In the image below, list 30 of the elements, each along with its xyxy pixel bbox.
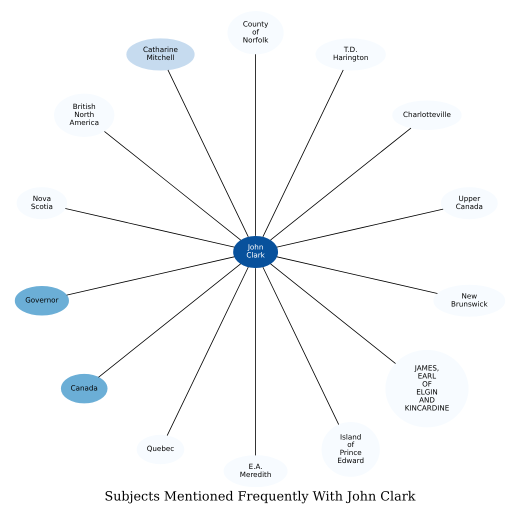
connector (276, 208, 444, 248)
node-ellipse: New Brunswick (432, 284, 505, 317)
connector (262, 266, 339, 425)
diagram-title: Subjects Mentioned Frequently With John Clark (104, 489, 416, 504)
node-ellipse: Charlotteville (392, 100, 462, 130)
node-ellipse: Catharine Mitchell (126, 38, 194, 70)
node-ellipse: T.D. Harington (314, 38, 386, 70)
connector (167, 70, 248, 238)
connector (276, 256, 438, 294)
connector (254, 54, 256, 236)
node-ellipse: E.A. Meredith (223, 455, 288, 488)
node-ellipse: Governor (14, 286, 68, 316)
connector (166, 266, 248, 436)
connector (64, 208, 234, 248)
connector (104, 131, 241, 240)
connector (98, 263, 241, 378)
node-ellipse: John Clark (232, 236, 278, 268)
connector (262, 70, 344, 238)
node-ellipse: Nova Scotia (16, 187, 67, 220)
connector (270, 263, 396, 364)
node-ellipse: Upper Canada (440, 187, 498, 220)
node-circle: Island of Prince Edward (321, 422, 380, 477)
connector (254, 268, 256, 456)
connector (270, 128, 411, 240)
node-ellipse: British North America (53, 94, 114, 137)
node-ellipse: County of Norfolk (226, 11, 284, 54)
node-circle: JAMES, EARL OF ELGIN AND KINCARDINE (384, 350, 468, 428)
node-ellipse: Canada (60, 374, 108, 404)
node-ellipse: Quebec (136, 434, 184, 464)
connector (66, 256, 234, 296)
